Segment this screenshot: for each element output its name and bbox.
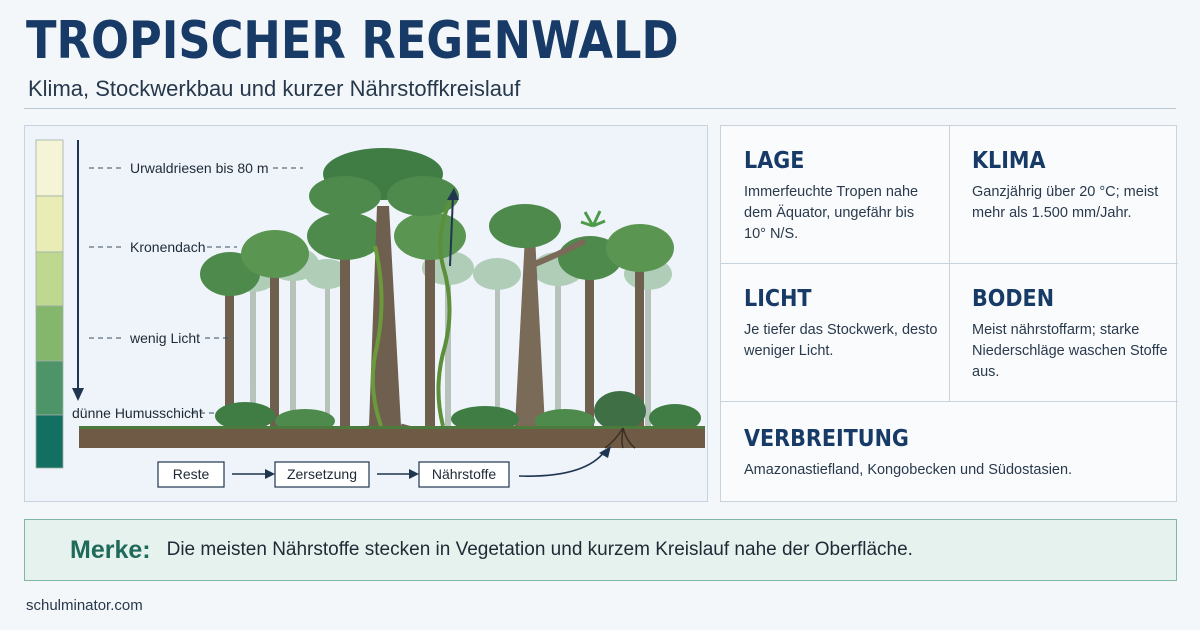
rainforest-illustration: Urwaldriesen bis 80 m Kronendach wenig L… xyxy=(35,139,705,488)
info-card-boden: BODEN Meist nährstoffarm; starke Nieders… xyxy=(950,264,1178,402)
gradient-step-6 xyxy=(35,414,64,469)
emergent-tree xyxy=(309,148,459,441)
cycle-label-naehrstoffe: Nährstoffe xyxy=(432,466,497,482)
verbreitung-text: Amazonastiefland, Kongobecken und Südost… xyxy=(744,462,1073,478)
page-subtitle: Klima, Stockwerkbau und kurzer Nährstoff… xyxy=(28,76,521,101)
gradient-step-4 xyxy=(35,305,64,362)
cycle-box-reste xyxy=(157,461,225,488)
info-grid: LAGE Immerfeuchte Tropen nahe dem Äquato… xyxy=(720,125,1178,503)
klima-text: Ganzjährig über 20 °C; meist mehr als 1.… xyxy=(972,184,1159,221)
nutrient-cycle: Reste Zersetzung Nährstoffe xyxy=(157,446,611,488)
lage-text: Immerfeuchte Tropen nahe dem Äquator, un… xyxy=(744,184,919,242)
gradient-step-1 xyxy=(35,139,64,197)
cycle-label-reste: Reste xyxy=(173,466,210,482)
cycle-box-naehrstoffe xyxy=(418,461,510,488)
gradient-step-2 xyxy=(35,195,64,253)
merke-text: Die meisten Nährstoffe stecken in Vegeta… xyxy=(166,539,913,560)
layer-label-low-light: wenig Licht xyxy=(129,330,200,346)
soil-layer xyxy=(79,426,705,449)
boden-text: Meist nährstoffarm; starke Niederschläge… xyxy=(972,322,1168,380)
layer-leaders xyxy=(89,167,303,414)
page-title: TROPISCHER REGENWALD xyxy=(26,11,679,71)
cycle-label-zersetzung: Zersetzung xyxy=(287,466,357,482)
cycle-box-zersetzung xyxy=(274,461,370,488)
klima-heading: KLIMA xyxy=(972,148,1046,174)
rainforest-diagram: Urwaldriesen bis 80 m Kronendach wenig L… xyxy=(24,125,708,502)
cycle-return-arrow xyxy=(518,450,606,477)
header-divider xyxy=(24,108,1176,109)
layer-label-emergent: Urwaldriesen bis 80 m xyxy=(130,160,269,176)
right-tree xyxy=(489,204,606,426)
info-card-licht: LICHT Je tiefer das Stockwerk, desto wen… xyxy=(721,264,950,402)
merke-box: Merke: Die meisten Nährstoffe stecken in… xyxy=(24,519,1177,581)
layer-label-canopy: Kronendach xyxy=(130,239,206,255)
merke-label: Merke: xyxy=(70,535,151,564)
verbreitung-heading: VERBREITUNG xyxy=(744,426,909,452)
info-card-verbreitung: VERBREITUNG Amazonastiefland, Kongobecke… xyxy=(721,402,1178,503)
lage-heading: LAGE xyxy=(744,148,805,174)
licht-text: Je tiefer das Stockwerk, desto weniger L… xyxy=(744,322,938,359)
layer-label-humus: dünne Humusschicht xyxy=(72,405,203,421)
info-card-lage: LAGE Immerfeuchte Tropen nahe dem Äquato… xyxy=(721,126,950,264)
info-card-klima: KLIMA Ganzjährig über 20 °C; meist mehr … xyxy=(950,126,1178,264)
boden-heading: BODEN xyxy=(972,286,1055,312)
licht-heading: LICHT xyxy=(744,286,812,312)
gradient-step-3 xyxy=(35,251,64,307)
depth-arrow xyxy=(72,140,84,401)
light-gradient-scale xyxy=(35,139,64,469)
footer-source: schulminator.com xyxy=(26,597,143,614)
liana-arrow xyxy=(436,188,459,427)
canopy-trees xyxy=(200,212,674,426)
gradient-step-5 xyxy=(35,360,64,416)
